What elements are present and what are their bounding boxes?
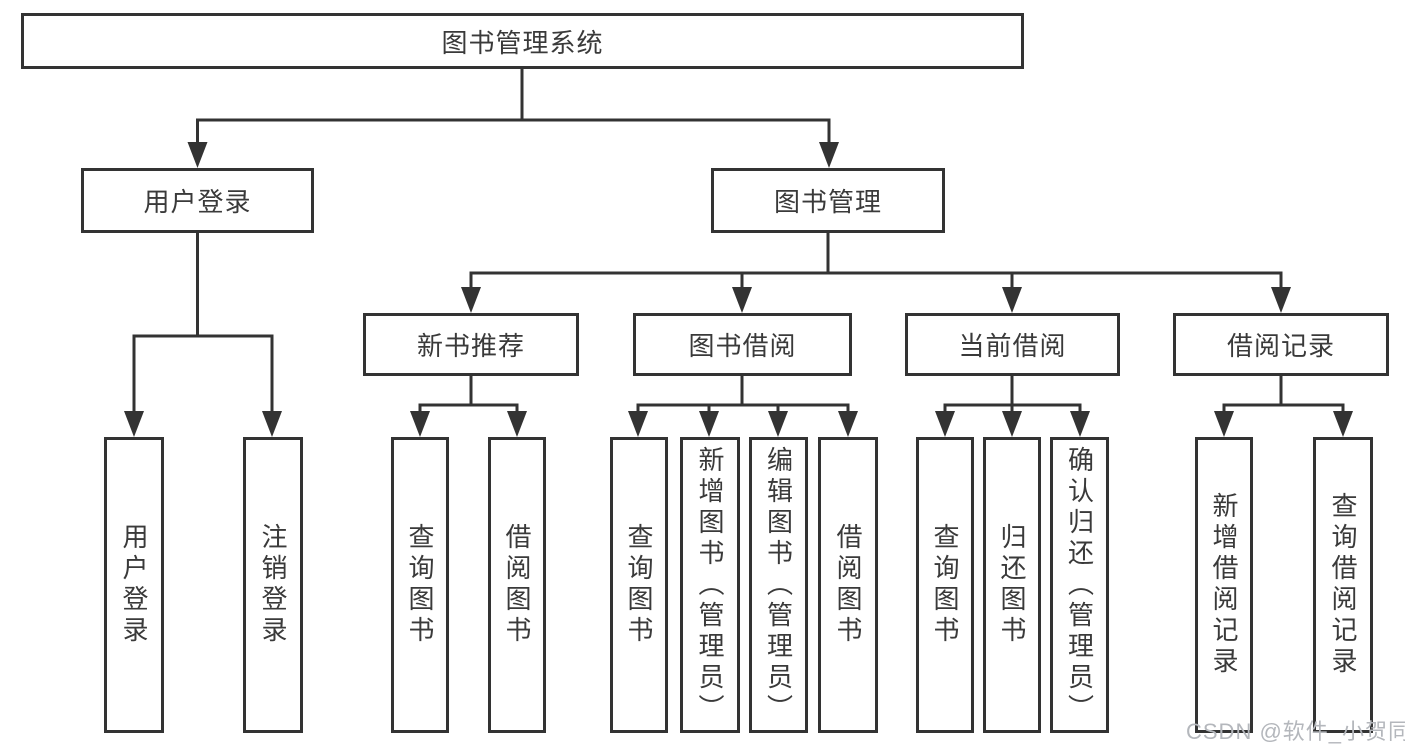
node-book-management: 图书管理 [711,168,945,233]
leaf-borrow-books-recommend-label: 借阅图书 [502,523,532,647]
leaf-return-books-label: 归还图书 [997,523,1027,647]
leaf-edit-books-admin-label: 编辑图书（管理员） [763,445,794,725]
node-library-system-label: 图书管理系统 [441,27,604,58]
csdn-watermark: CSDN @软件_小贺同学 [1186,719,1405,744]
node-borrowing-records-label: 借阅记录 [1226,331,1335,361]
leaf-logout-label: 注销登录 [258,523,288,647]
leaf-add-books-admin-label: 新增图书（管理员） [695,445,725,725]
node-user-login-label: 用户登录 [143,187,252,217]
leaf-add-borrow-record: 新增借阅记录 [1195,437,1253,733]
leaf-borrow-books-borrowing: 借阅图书 [818,437,878,733]
leaf-confirm-return-admin: 确认归还（管理员） [1050,437,1109,733]
leaf-edit-books-admin: 编辑图书（管理员） [749,437,808,733]
node-book-borrowing-label: 图书借阅 [688,331,797,361]
node-current-borrowing-label: 当前借阅 [958,331,1067,361]
node-book-borrowing: 图书借阅 [633,313,852,376]
leaf-add-books-admin: 新增图书（管理员） [680,437,740,733]
node-current-borrowing: 当前借阅 [905,313,1120,376]
node-user-login: 用户登录 [81,168,314,233]
node-library-system: 图书管理系统 [21,13,1024,69]
leaf-query-books-current: 查询图书 [916,437,974,733]
leaf-user-login-label: 用户登录 [119,523,149,647]
leaf-user-login: 用户登录 [104,437,164,733]
leaf-query-books-current-label: 查询图书 [930,523,960,647]
leaf-borrow-books-recommend: 借阅图书 [488,437,546,733]
leaf-query-borrow-record: 查询借阅记录 [1313,437,1373,733]
node-book-management-label: 图书管理 [773,187,882,217]
leaf-logout: 注销登录 [243,437,303,733]
node-new-book-recommend: 新书推荐 [363,313,579,376]
leaf-query-books-recommend: 查询图书 [391,437,449,733]
leaf-add-borrow-record-label: 新增借阅记录 [1209,492,1239,678]
leaf-query-books-borrowing-label: 查询图书 [624,523,654,647]
leaf-return-books: 归还图书 [983,437,1041,733]
leaf-query-borrow-record-label: 查询借阅记录 [1328,492,1358,678]
leaf-confirm-return-admin-label: 确认归还（管理员） [1064,445,1095,725]
leaf-borrow-books-borrowing-label: 借阅图书 [833,523,863,647]
leaf-query-books-recommend-label: 查询图书 [405,523,435,647]
node-new-book-recommend-label: 新书推荐 [416,331,525,361]
node-borrowing-records: 借阅记录 [1173,313,1389,376]
leaf-query-books-borrowing: 查询图书 [610,437,668,733]
